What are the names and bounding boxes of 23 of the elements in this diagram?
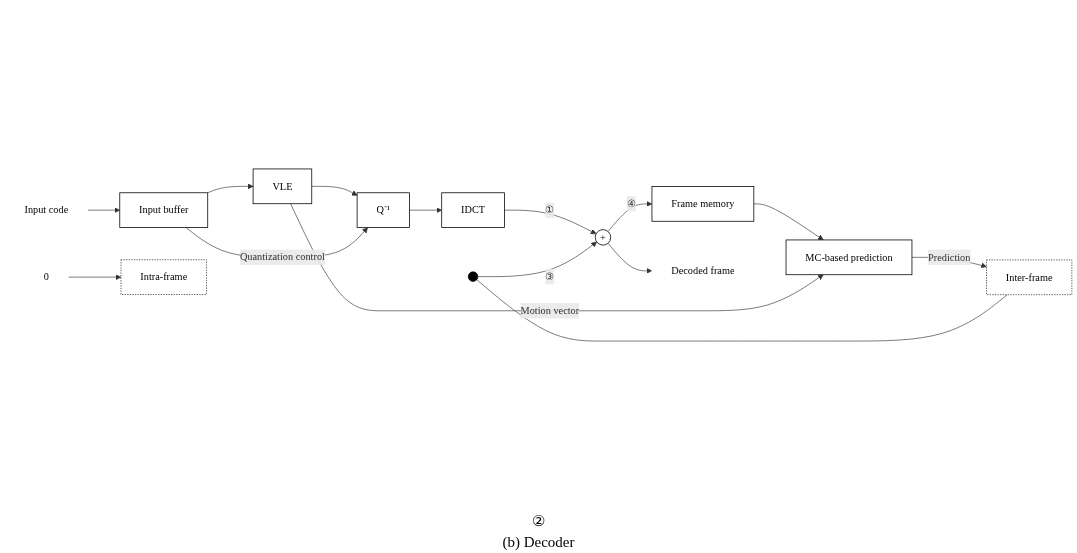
node-box	[119, 192, 209, 228]
node-circle	[594, 229, 612, 246]
decoder-diagram: Quantization control ① ④ Motion vector Prediction ③ Input code Input buffer VLE Q⁻¹ IDCT + Frame memory MC-based prediction 0 Intra-frame Inter-frame Decoded frame	[0, 0, 1077, 510]
node-text: 0	[43, 271, 49, 283]
node-box	[785, 239, 913, 276]
node-circle	[467, 271, 479, 282]
node-box	[252, 168, 313, 205]
edge-label: Prediction	[928, 251, 971, 263]
edge-label: Quantization control	[239, 251, 325, 263]
node-box	[986, 259, 1073, 295]
callout-number: ②	[532, 513, 545, 529]
edge-label: ①	[545, 204, 555, 216]
node-text: Input code	[24, 204, 69, 216]
edge-label: ③	[545, 270, 555, 282]
node-box	[120, 259, 207, 295]
node-text: Decoded frame	[671, 265, 735, 277]
node-box	[441, 192, 505, 228]
edge-label: ④	[626, 198, 636, 210]
node-box	[651, 186, 755, 222]
edge-label: Motion vector	[520, 304, 580, 316]
node-box	[356, 192, 410, 228]
connector	[476, 279, 1008, 342]
caption: (b) Decoder	[502, 534, 575, 551]
